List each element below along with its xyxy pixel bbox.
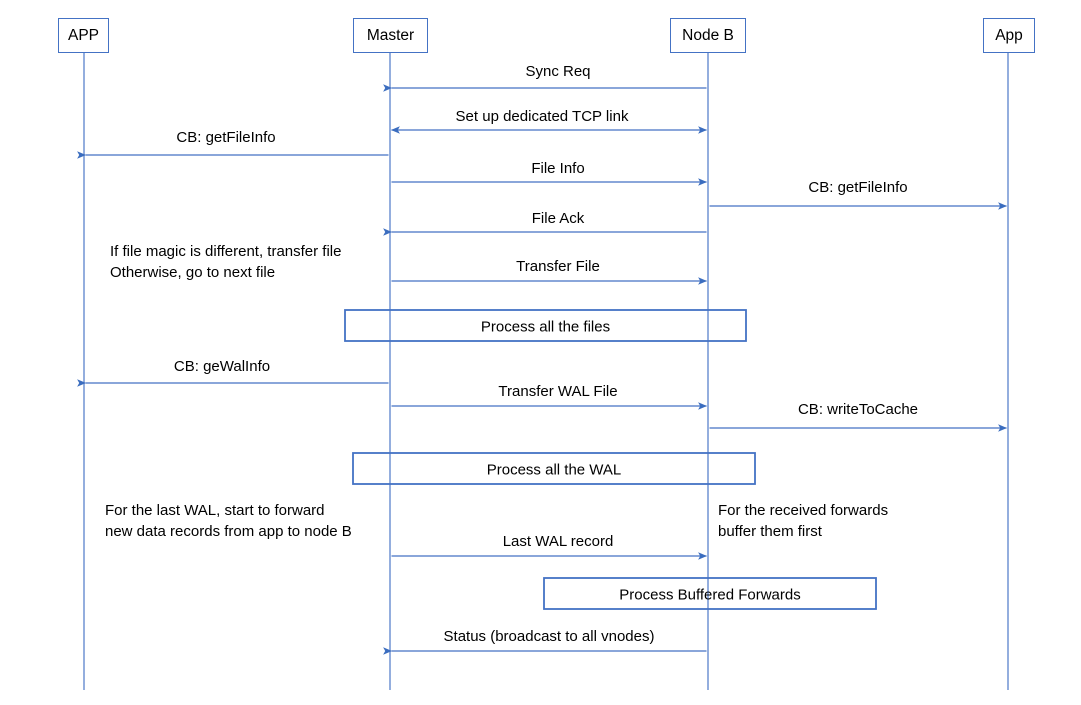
lifeline-header-node_b[interactable]: Node B bbox=[670, 18, 746, 53]
lifeline-header-master[interactable]: Master bbox=[353, 18, 428, 53]
message-label-m10: CB: writeToCache bbox=[797, 401, 919, 418]
message-arrows-group bbox=[77, 84, 1008, 655]
activation-label-a1: Process all the files bbox=[480, 318, 611, 335]
lifelines-group bbox=[83, 53, 1009, 690]
message-label-m12: Status (broadcast to all vnodes) bbox=[443, 628, 655, 645]
activation-label-a2: Process all the WAL bbox=[486, 461, 622, 478]
note-n1: If file magic is different, transfer fil… bbox=[110, 243, 342, 282]
message-label-m6: File Ack bbox=[531, 210, 585, 227]
message-label-m2: Set up dedicated TCP link bbox=[455, 108, 629, 125]
message-label-m1: Sync Req bbox=[525, 63, 591, 80]
message-label-m7: Transfer File bbox=[516, 258, 600, 275]
activation-label-a3: Process Buffered Forwards bbox=[619, 586, 801, 603]
activation-box-a2[interactable] bbox=[352, 452, 756, 485]
lifeline-label: App bbox=[995, 26, 1023, 44]
message-label-m8: Transfer WAL File bbox=[498, 383, 618, 400]
lifeline-header-app_left[interactable]: APP bbox=[58, 18, 109, 53]
note-n3: For the received forwards buffer them fi… bbox=[718, 502, 889, 541]
message-label-m9: CB: geWalInfo bbox=[173, 358, 271, 375]
activation-box-a3[interactable] bbox=[543, 577, 877, 610]
lifeline-label: APP bbox=[67, 26, 99, 44]
message-label-m4: File Info bbox=[531, 160, 585, 177]
activation-boxes-group bbox=[344, 309, 877, 610]
message-label-m3: CB: getFileInfo bbox=[176, 129, 276, 146]
lifeline-header-app_right[interactable]: App bbox=[983, 18, 1035, 53]
activation-box-a1[interactable] bbox=[344, 309, 747, 342]
lifeline-label: Node B bbox=[682, 26, 734, 44]
message-label-m11: Last WAL record bbox=[502, 533, 614, 550]
lifeline-label: Master bbox=[366, 26, 415, 44]
message-label-m5: CB: getFileInfo bbox=[808, 179, 908, 196]
note-n2: For the last WAL, start to forward new d… bbox=[105, 502, 352, 541]
